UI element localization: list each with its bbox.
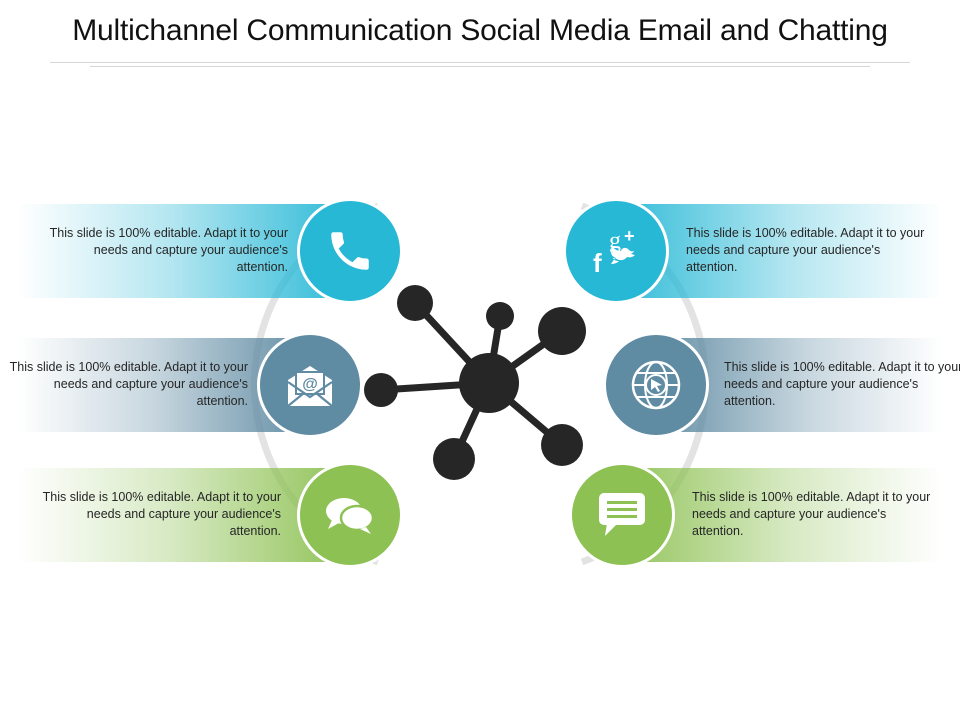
title-divider (50, 62, 910, 63)
message-circle (569, 462, 675, 568)
web-circle (603, 332, 709, 438)
chat-description: This slide is 100% editable. Adapt it to… (42, 490, 281, 538)
chat-bubbles-icon (322, 493, 378, 537)
slide-title: Multichannel Communication Social Media … (72, 14, 888, 47)
hub-node (538, 307, 586, 355)
svg-text:@: @ (302, 376, 318, 393)
message-description: This slide is 100% editable. Adapt it to… (692, 490, 931, 538)
social-circle: g + f (563, 198, 669, 304)
title-divider-secondary (90, 66, 870, 67)
svg-text:+: + (624, 226, 635, 246)
email-description: This slide is 100% editable. Adapt it to… (9, 360, 248, 408)
hub-center-node (459, 353, 519, 413)
phone-circle (297, 198, 403, 304)
globe-cursor-icon (629, 358, 683, 412)
svg-text:f: f (593, 248, 602, 278)
email-icon: @ (284, 360, 336, 410)
hub-node (486, 302, 514, 330)
web-description: This slide is 100% editable. Adapt it to… (724, 360, 960, 408)
chat-circle (297, 462, 403, 568)
social-media-icon: g + f (587, 222, 645, 280)
hub-node (397, 285, 433, 321)
hub-node (364, 373, 398, 407)
email-circle: @ (257, 332, 363, 438)
message-icon (597, 491, 647, 539)
hub-node (541, 424, 583, 466)
social-description: This slide is 100% editable. Adapt it to… (686, 226, 925, 274)
phone-icon (325, 226, 375, 276)
hub-node (433, 438, 475, 480)
phone-description: This slide is 100% editable. Adapt it to… (49, 226, 288, 274)
